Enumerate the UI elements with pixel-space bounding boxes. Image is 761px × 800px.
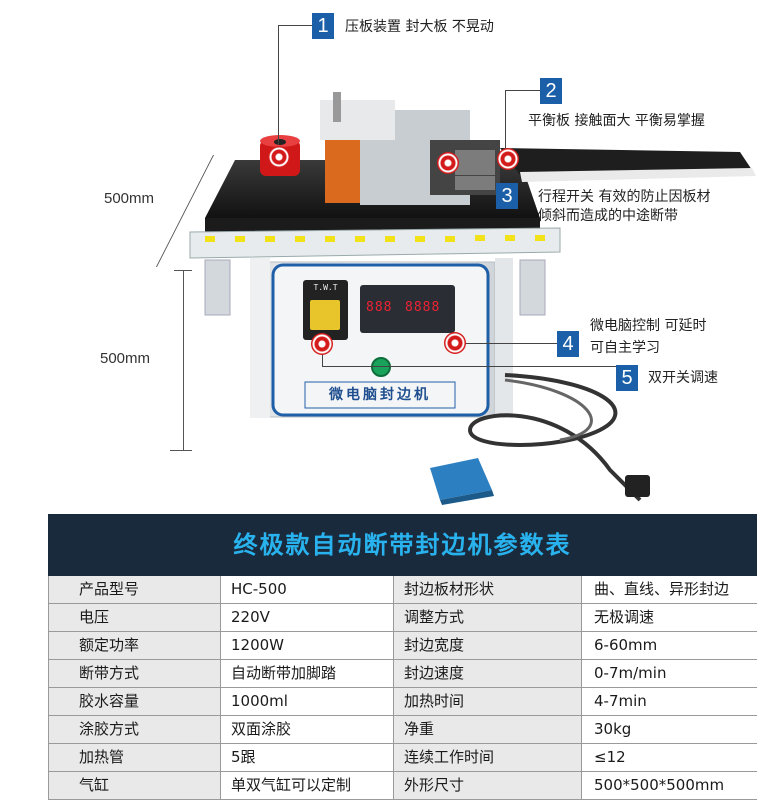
spec-table: 终极款自动断带封边机参数表 产品型号 HC-500 封边板材形状 曲、直线、异形…: [48, 514, 757, 800]
spec-label: 调整方式: [394, 604, 582, 632]
height-dimension-line: [183, 270, 184, 450]
spec-value: 220V: [221, 604, 394, 632]
callout-2-number: 2: [540, 78, 562, 104]
callout-3-text-line2: 倾斜而造成的中途断带: [538, 208, 678, 224]
callout-5-number: 5: [616, 365, 638, 391]
callout-1-leader: [278, 25, 312, 26]
spec-label: 封边板材形状: [394, 576, 582, 604]
spec-value: 单双气缸可以定制: [221, 772, 394, 800]
callout-4-number: 4: [557, 331, 579, 357]
height-dimension-label: 500mm: [100, 350, 151, 367]
spec-value: 无极调速: [582, 604, 757, 632]
callout-5-text: 双开关调速: [648, 370, 718, 386]
spec-label: 产品型号: [48, 576, 221, 604]
callout-2-leader-v: [505, 90, 506, 150]
machine-illustration: [189, 92, 756, 505]
callout-4-text-line2: 可自主学习: [590, 340, 660, 356]
product-photo: 微电脑封边机 T.W.T 888 8888 500mm 500mm 1 压板装置…: [100, 13, 756, 505]
callout-3-text-line1: 行程开关 有效的防止因板材: [538, 189, 711, 205]
spec-value: HC-500: [221, 576, 394, 604]
callout-2-marker: [497, 148, 519, 170]
spec-label: 外形尺寸: [394, 772, 582, 800]
spec-label: 封边速度: [394, 660, 582, 688]
spec-label: 气缸: [48, 772, 221, 800]
callout-1-marker: [268, 146, 290, 168]
spec-label: 加热管: [48, 744, 221, 772]
spec-table-title: 终极款自动断带封边机参数表: [48, 514, 757, 576]
spec-value: 1200W: [221, 632, 394, 660]
callout-5-leader-v: [322, 344, 323, 366]
callout-5-leader: [322, 366, 616, 367]
spec-label: 涂胶方式: [48, 716, 221, 744]
spec-value: 1000ml: [221, 688, 394, 716]
spec-value: ≤12: [582, 744, 757, 772]
spec-label: 额定功率: [48, 632, 221, 660]
spec-value: 0-7m/min: [582, 660, 757, 688]
spec-label: 净重: [394, 716, 582, 744]
spec-value: 曲、直线、异形封边: [582, 576, 757, 604]
callout-4-leader: [454, 343, 557, 344]
callout-2-leader: [505, 90, 540, 91]
spec-value: 6-60mm: [582, 632, 757, 660]
display-a: 888: [366, 300, 393, 315]
spec-value: 30kg: [582, 716, 757, 744]
spec-value: 自动断带加脚踏: [221, 660, 394, 688]
spec-table-grid: 产品型号 HC-500 封边板材形状 曲、直线、异形封边 电压 220V 调整方…: [48, 576, 757, 800]
callout-1-leader-v: [278, 25, 279, 145]
spec-value: 5跟: [221, 744, 394, 772]
callout-4-marker: [444, 332, 466, 354]
callout-1-text: 压板装置 封大板 不晃动: [345, 19, 494, 35]
spec-value: 500*500*500mm: [582, 772, 757, 800]
spec-label: 加热时间: [394, 688, 582, 716]
controller-brand: T.W.T: [313, 283, 338, 292]
callout-3-marker: [437, 152, 459, 174]
height-dimension-tick-top: [174, 270, 192, 271]
width-dimension-label: 500mm: [104, 190, 155, 207]
spec-label: 电压: [48, 604, 221, 632]
spec-value: 4-7min: [582, 688, 757, 716]
spec-label: 胶水容量: [48, 688, 221, 716]
spec-label: 断带方式: [48, 660, 221, 688]
spec-label: 封边宽度: [394, 632, 582, 660]
callout-3-number: 3: [496, 183, 518, 209]
callout-2-text: 平衡板 接触面大 平衡易掌握: [528, 113, 705, 129]
display-b: 8888: [405, 300, 441, 315]
callout-4-text-line1: 微电脑控制 可延时: [590, 318, 707, 334]
callout-1-number: 1: [312, 13, 334, 39]
callout-5-marker: [311, 333, 333, 355]
panel-label: 微电脑封边机: [329, 387, 431, 403]
callout-3-leader: [448, 175, 498, 176]
spec-label: 连续工作时间: [394, 744, 582, 772]
spec-value: 双面涂胶: [221, 716, 394, 744]
height-dimension-tick-bottom: [170, 450, 192, 451]
